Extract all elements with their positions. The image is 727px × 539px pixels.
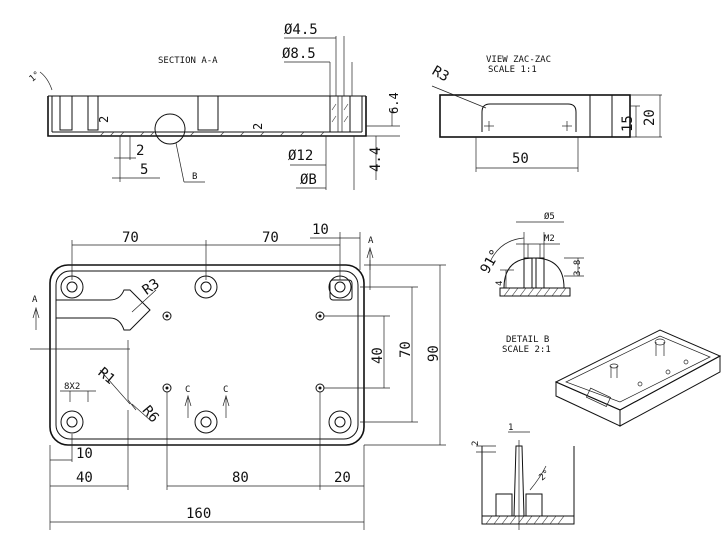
radius-r3: R3 xyxy=(140,276,163,299)
view-zac-title: VIEW ZAC-ZAC xyxy=(486,55,551,65)
diameter-8-5: Ø8.5 xyxy=(282,46,316,62)
section-arrow-c-right: C xyxy=(222,385,230,418)
mounting-holes xyxy=(162,311,325,393)
detail-diameter-5: Ø5 xyxy=(544,211,555,222)
section-arrow-a-left: A xyxy=(32,295,40,330)
section-arrow-c-left: C xyxy=(184,385,192,418)
step-5-label: 5 xyxy=(140,162,148,178)
dim-right-40: 40 xyxy=(370,347,386,364)
diameter-8: ØB xyxy=(300,172,317,188)
dim-bottom-80: 80 xyxy=(232,470,249,486)
dim-top-10: 10 xyxy=(312,222,329,238)
view-zac-h15: 15 xyxy=(620,115,636,132)
boss-detail-view: Ø5 M2 3.8 4 91° xyxy=(478,211,584,297)
height-4-4: 4.4 xyxy=(368,147,384,172)
section-hatch xyxy=(99,103,349,137)
section-arrow-a-top: A xyxy=(366,236,374,270)
dim-bottom-40: 40 xyxy=(76,470,93,486)
detail-angle-91: 91° xyxy=(478,247,505,277)
detail-h-3-8: 3.8 xyxy=(573,260,583,276)
dim-overall-160: 160 xyxy=(186,506,211,522)
section-a-a-view: SECTION A-A xyxy=(28,22,401,190)
view-zac-h20: 20 xyxy=(642,109,658,126)
radius-r6: R6 xyxy=(139,403,162,426)
detail-b-marker xyxy=(154,113,186,145)
wall-2-left: 2 xyxy=(97,116,111,123)
dim-bottom-20: 20 xyxy=(334,470,351,486)
dim-top-70-left: 70 xyxy=(122,230,139,246)
detail-b-title: DETAIL B xyxy=(506,335,549,345)
dim-right-90: 90 xyxy=(426,345,442,362)
wall-h-2: 2 xyxy=(471,441,481,446)
detail-m2: M2 xyxy=(544,234,555,244)
view-zac-width: 50 xyxy=(512,151,529,167)
dim-bottom-10: 10 xyxy=(76,446,93,462)
svg-text:A: A xyxy=(368,236,374,246)
diameter-4-5: Ø4.5 xyxy=(284,22,318,38)
height-6-4: 6.4 xyxy=(387,92,401,114)
detail-h-4: 4 xyxy=(495,281,505,286)
dim-top-70-right: 70 xyxy=(262,230,279,246)
svg-text:A: A xyxy=(32,295,38,305)
view-zac-radius: R3 xyxy=(429,63,452,85)
diameter-12: Ø12 xyxy=(288,148,313,164)
plan-view: A A C C R3 R1 R6 8X2 xyxy=(30,222,446,530)
svg-text:C: C xyxy=(223,385,228,395)
isometric-view xyxy=(554,329,722,427)
svg-text:C: C xyxy=(185,385,190,395)
wall-angle-2: 2° xyxy=(537,469,552,484)
wall-w-1: 1 xyxy=(508,423,513,433)
section-a-a-title: SECTION A-A xyxy=(158,56,218,66)
dim-right-70: 70 xyxy=(398,341,414,358)
wall-2-mid: 2 xyxy=(251,123,265,130)
step-2-label: 2 xyxy=(136,143,144,159)
radius-r1: R1 xyxy=(95,365,118,388)
wall-detail-view: 1 2 2° xyxy=(471,423,575,530)
holes-8x2: 8X2 xyxy=(64,382,80,392)
detail-b-ref: B xyxy=(192,172,197,182)
detail-b-scale: SCALE 2:1 xyxy=(502,345,551,355)
view-zac-zac: VIEW ZAC-ZAC SCALE 1:1 R3 50 15 20 xyxy=(429,55,662,172)
view-zac-scale: SCALE 1:1 xyxy=(488,65,537,75)
